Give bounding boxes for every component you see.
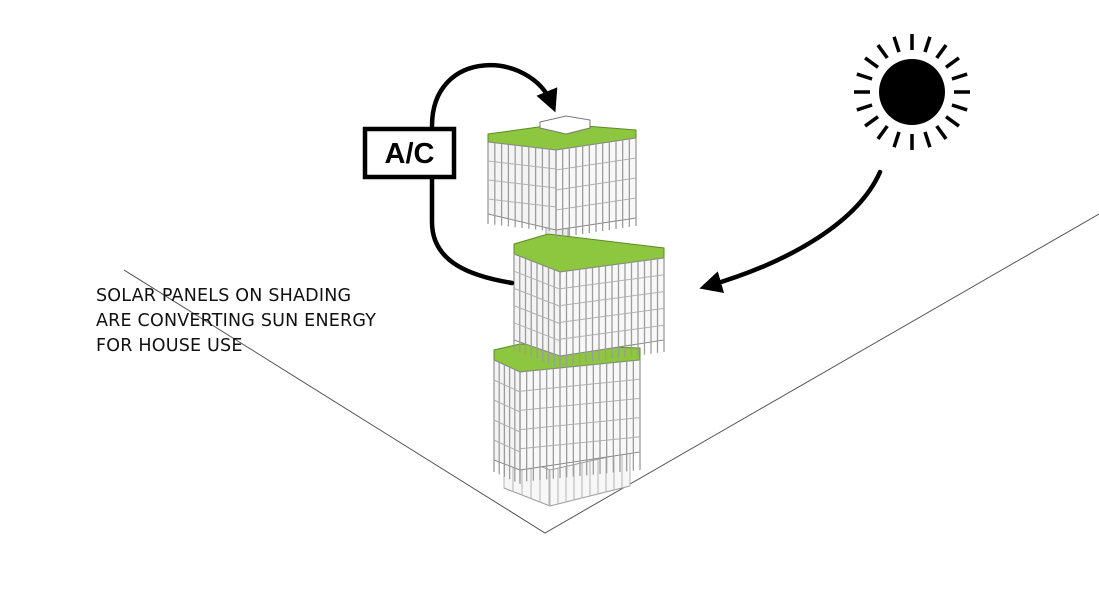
drawing-stroke — [923, 131, 932, 148]
drawing-stroke — [493, 399, 521, 413]
sun-ray-arrow — [699, 169, 883, 294]
drawing-stroke — [513, 287, 561, 307]
drawing-stroke — [944, 56, 960, 69]
drawing-stroke — [513, 305, 561, 325]
drawing-stroke — [559, 307, 665, 323]
floor-slabs — [487, 157, 665, 453]
drawing-stroke — [856, 72, 873, 81]
drawing-stroke — [935, 124, 948, 140]
caption-line-1: SOLAR PANELS ON SHADING — [96, 286, 352, 306]
drawing-stroke — [892, 36, 901, 53]
drawing-stroke — [555, 177, 637, 191]
drawing-stroke — [487, 179, 557, 189]
rooftop-ac-unit — [539, 115, 591, 135]
drawing-stroke — [493, 379, 521, 393]
drawing-stroke — [513, 270, 561, 290]
drawing-stroke — [951, 72, 968, 81]
drawing-stroke — [559, 274, 665, 290]
tower — [487, 115, 665, 507]
drawing-stroke — [513, 322, 561, 342]
drawing-stroke — [555, 157, 637, 171]
drawing-stroke — [487, 198, 557, 208]
drawing-stroke — [951, 103, 968, 112]
drawing-stroke — [519, 436, 641, 450]
tower-block-top — [487, 115, 637, 231]
drawing-stroke — [864, 115, 880, 128]
drawing-stroke — [864, 56, 880, 69]
drawing-stroke — [876, 124, 889, 140]
drawing-stroke — [856, 103, 873, 112]
ac-loop-arrow — [429, 63, 558, 286]
caption-line-3: FOR HOUSE USE — [96, 336, 243, 356]
drawing-stroke — [519, 397, 641, 411]
drawing-stroke — [493, 439, 521, 453]
drawing-stroke — [559, 324, 665, 340]
drawing-stroke — [519, 417, 641, 431]
solar-shading-fins — [487, 138, 665, 484]
drawing-stroke — [892, 131, 901, 148]
ac-label: A/C — [385, 138, 435, 170]
drawing-stroke — [493, 419, 521, 433]
drawing-stroke — [555, 197, 637, 211]
ground-plane — [123, 213, 1099, 534]
solar-caption: SOLAR PANELS ON SHADING ARE CONVERTING S… — [96, 284, 396, 359]
drawing-stroke — [487, 160, 557, 170]
drawing-stroke — [519, 378, 641, 392]
drawing-stroke — [935, 44, 948, 60]
sun-icon — [854, 34, 970, 150]
drawing-stroke — [944, 115, 960, 128]
ac-box: A/C — [362, 126, 457, 180]
drawing-stroke — [923, 36, 932, 53]
drawing-stroke — [559, 291, 665, 307]
caption-line-2: ARE CONVERTING SUN ENERGY — [96, 311, 377, 331]
drawing-stroke — [876, 44, 889, 60]
